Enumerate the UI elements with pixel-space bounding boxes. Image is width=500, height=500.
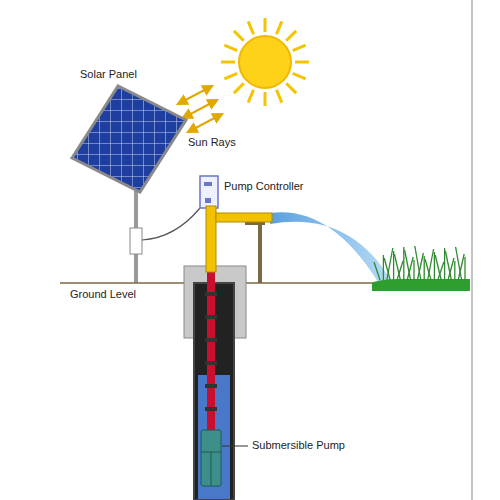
discharge-pipe — [206, 206, 216, 272]
grass — [374, 246, 465, 280]
frame-line — [472, 0, 473, 500]
junction-box — [130, 228, 142, 254]
controller-label: Pump Controller — [224, 180, 303, 193]
pump-controller — [200, 176, 218, 208]
sun-ray-arrows — [178, 86, 222, 132]
panel-label: Solar Panel — [80, 68, 137, 81]
outlet-pipe — [216, 213, 272, 222]
ground-label: Ground Level — [70, 288, 136, 301]
pipe-support — [258, 223, 262, 283]
leader-line — [222, 446, 248, 447]
rays-label: Sun Rays — [188, 136, 236, 149]
pump-label: Submersible Pump — [252, 439, 345, 452]
submersible-pump — [201, 430, 221, 486]
power-wire — [142, 208, 200, 240]
grass-ground — [372, 279, 470, 291]
solar-panel — [72, 86, 186, 192]
water-stream — [270, 212, 392, 282]
sun — [221, 18, 309, 106]
